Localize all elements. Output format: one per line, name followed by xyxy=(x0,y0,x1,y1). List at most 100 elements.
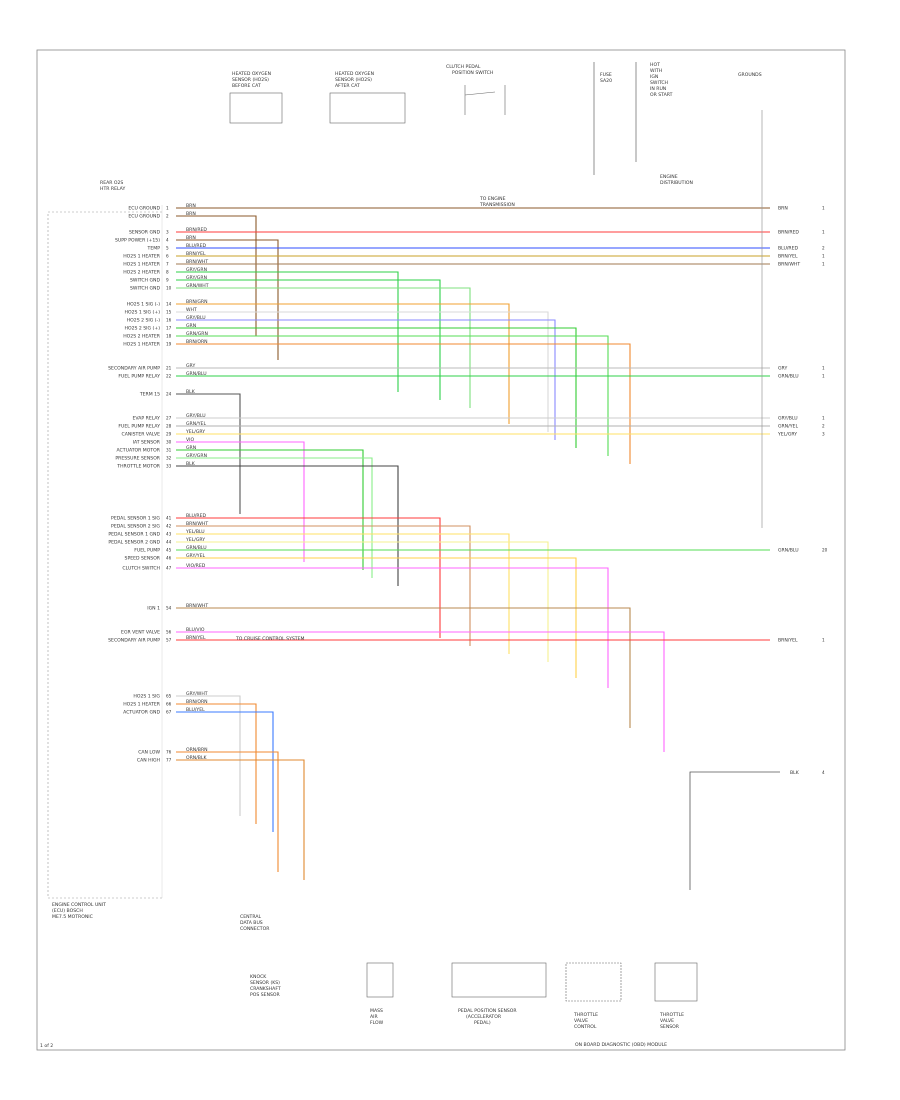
ecu-pin-number: 7 xyxy=(166,262,169,267)
diagram-frame xyxy=(36,49,846,1051)
ecu-pin-number: 65 xyxy=(166,694,172,699)
ecu-wire-color-label: BRN xyxy=(186,235,196,241)
right-wire-pin: 1 xyxy=(822,262,825,267)
ecu-label-line-2: (ECU) BOSCH xyxy=(52,908,83,914)
fuse-desc-4: SWITCH xyxy=(650,80,668,86)
ecu-pin-desc: EVAP RELAY xyxy=(133,416,161,422)
ecu-pin-number: 57 xyxy=(166,638,172,643)
right-wire-label: BRN/YEL xyxy=(778,638,798,644)
ecu-pin-number: 8 xyxy=(166,270,169,275)
ecu-pin-number: 16 xyxy=(166,318,172,323)
ecu-wire-color-label: WHT xyxy=(186,307,197,313)
ecu-pin-desc: HO2S 1 HEATER xyxy=(123,254,161,260)
wire-to-component xyxy=(176,567,609,688)
ecu-wire-color-label: ORN/BLK xyxy=(186,755,208,761)
right-wire-label: BRN xyxy=(778,206,788,212)
mass-air-label-3: FLOW xyxy=(370,1020,384,1026)
ecu-wire-color-label: BLU/VIO xyxy=(186,627,205,633)
throttle-b-label-3: SENSOR xyxy=(660,1024,680,1030)
ecu-pin-desc: HO2S 2 SIG (-) xyxy=(127,318,160,324)
right-wire-label: GRY/BLU xyxy=(778,416,798,422)
o2s-right-box xyxy=(329,92,406,124)
wire-to-component xyxy=(176,441,305,562)
ecu-pin-desc: HO2S 1 HEATER xyxy=(123,342,161,348)
ecu-pin-desc: SECONDARY AIR PUMP xyxy=(108,366,160,372)
ecu-wire-color-label: BLU/RED xyxy=(186,513,206,519)
right-wire-pin: 1 xyxy=(822,230,825,235)
ecu-pin-number: 77 xyxy=(166,758,172,763)
cm-ground-label-2: DATA BUS xyxy=(240,920,263,926)
ecu-pin-desc: IGN 1 xyxy=(147,606,160,612)
ecu-pin-desc: HO2S 1 SIG (-) xyxy=(127,302,160,308)
wire-to-component xyxy=(176,607,631,728)
fuse-desc-3: IGN xyxy=(650,74,658,80)
fuse-desc-2: WITH xyxy=(650,68,662,74)
ecu-wire-color-label: GRN/BLU xyxy=(186,545,207,551)
ecu-wire-color-label: GRY/YEL xyxy=(186,553,206,559)
ecu-pin-number: 21 xyxy=(166,366,172,371)
ecu-pin-number: 44 xyxy=(166,540,172,545)
ecu-pin-desc: PEDAL SENSOR 2 SIG xyxy=(111,524,160,530)
ecu-pin-desc: FUEL PUMP RELAY xyxy=(118,374,160,380)
right-wire-label: GRN/BLU xyxy=(778,548,799,554)
ecu-wire-color-label: GRN/BLU xyxy=(186,371,207,377)
ecu-pin-desc: EGR VENT VALVE xyxy=(121,630,160,636)
ecu-pin-number: 22 xyxy=(166,374,172,379)
ecu-pin-number: 27 xyxy=(166,416,172,421)
ecu-wire-color-label: GRN/WHT xyxy=(186,283,209,289)
ecu-wire-color-label: BLK xyxy=(186,461,196,467)
ecu-wire-color-label: YEL/GRY xyxy=(185,537,205,543)
ecu-wire-color-label: BRN/YEL xyxy=(186,251,206,257)
ecu-pin-number: 43 xyxy=(166,532,172,537)
ecu-pin-number: 42 xyxy=(166,524,172,529)
engine-dist-label-1: ENGINE xyxy=(660,174,678,180)
o2s-right-label-1: HEATED OXYGEN xyxy=(335,71,374,77)
wire-to-component xyxy=(176,759,305,880)
ecu-pin-desc: TERM 15 xyxy=(139,392,160,398)
ecu-pin-desc: SWITCH GND xyxy=(130,286,160,292)
right-wire-label: BRN/WHT xyxy=(778,262,800,268)
right-wire-label: BLU/RED xyxy=(778,246,798,252)
right-wire-label: GRN/BLU xyxy=(778,374,799,380)
fuse-desc-1: HOT xyxy=(650,62,660,68)
page-id: 1 of 2 xyxy=(40,1043,53,1049)
ecu-wire-color-label: BRN/YEL xyxy=(186,635,206,641)
ecu-pin-desc: CAN LOW xyxy=(138,750,160,756)
ecu-boundary xyxy=(47,211,162,899)
right-wire-label: YEL/GRY xyxy=(777,432,797,438)
throttle-a-box xyxy=(565,962,622,1002)
wire-group xyxy=(176,207,770,880)
right-wire-pin: 1 xyxy=(822,638,825,643)
wire-to-component xyxy=(176,557,577,678)
wire-to-component xyxy=(176,465,399,586)
wire-to-component xyxy=(176,631,665,752)
ecu-pin-number: 28 xyxy=(166,424,172,429)
ecu-pin-number: 45 xyxy=(166,548,172,553)
ecu-wire-color-label: GRN/YEL xyxy=(186,421,206,427)
ecu-wire-color-label: YEL/GRY xyxy=(185,429,205,435)
right-wire-pin: 3 xyxy=(822,432,825,437)
ecu-pin-desc: HO2S 1 HEATER xyxy=(123,262,161,268)
ecu-wire-color-label: GRY/GRN xyxy=(186,275,207,281)
ecu-wire-color-label: ORN/BRN xyxy=(186,747,208,753)
ecu-pin-desc: PRESSURE SENSOR xyxy=(115,456,160,462)
wire-to-component xyxy=(176,457,373,578)
ecu-wire-color-label: GRY xyxy=(186,363,195,369)
wire-to-component xyxy=(176,215,257,336)
transmission-label-1: TO ENGINE xyxy=(479,196,506,202)
ecu-pin-desc: HO2S 1 HEATER xyxy=(123,702,161,708)
ecu-wire-color-label: BRN/ORN xyxy=(186,699,208,705)
ecu-pin-desc: TEMP xyxy=(147,246,161,252)
ecu-pin-number: 32 xyxy=(166,456,172,461)
ecu-label-line-3: ME7.5 MOTRONIC xyxy=(52,914,93,920)
throttle-b-label-1: THROTTLE xyxy=(659,1012,684,1018)
cm-ground-label-3: CONNECTOR xyxy=(240,926,270,932)
ecu-pin-desc: PEDAL SENSOR 1 GND xyxy=(108,532,160,538)
ecu-pin-desc: PEDAL SENSOR 2 GND xyxy=(108,540,160,546)
ecu-wire-color-label: BLU/YEL xyxy=(186,707,205,713)
o2s-left-label-3: BEFORE CAT xyxy=(232,83,261,89)
ecu-wire-color-label: BRN/GRN xyxy=(186,299,208,305)
ecu-pin-number: 54 xyxy=(166,606,172,611)
ecu-pin-number: 14 xyxy=(166,302,172,307)
